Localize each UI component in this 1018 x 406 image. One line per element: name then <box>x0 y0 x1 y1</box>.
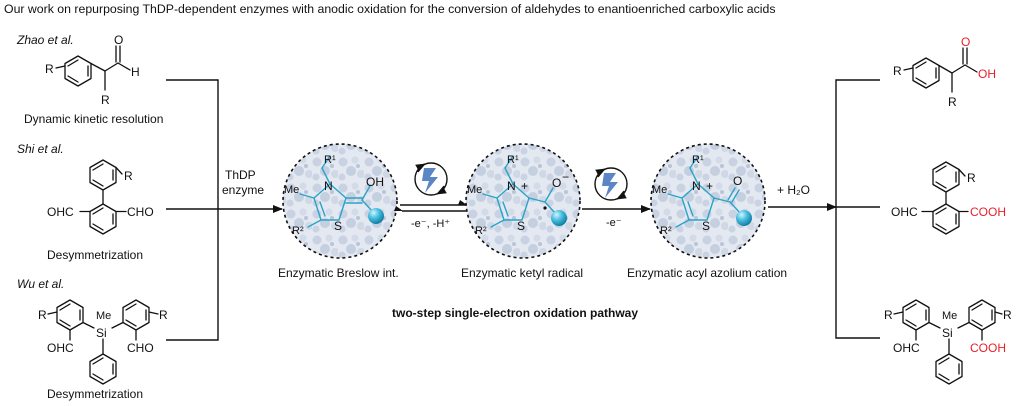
wu-substrate: Wu et al. R R Si Me OHC CHO Desymmetriza… <box>17 277 168 401</box>
svg-text:Me: Me <box>942 310 957 322</box>
svg-text:Si: Si <box>96 326 107 340</box>
svg-text:R: R <box>893 64 902 78</box>
svg-text:CHO: CHO <box>127 205 154 219</box>
svg-text:Me: Me <box>284 184 299 196</box>
svg-text:OH: OH <box>366 175 384 189</box>
svg-text:COOH: COOH <box>970 341 1006 355</box>
ketyl-radical-intermediate: N + R¹ Me R² S O − Enzymatic ketyl radic… <box>461 143 583 280</box>
svg-text:R¹: R¹ <box>692 154 704 166</box>
svg-text:N: N <box>324 179 333 193</box>
pathway-label: two-step single-electron oxidation pathw… <box>392 306 638 320</box>
oxidation-step-2: -e⁻ <box>582 167 651 229</box>
svg-text:O: O <box>114 33 123 47</box>
breslow-caption: Enzymatic Breslow int. <box>278 266 399 280</box>
svg-text:R: R <box>884 308 893 322</box>
svg-text:CHO: CHO <box>127 341 154 355</box>
lightning-bolt-icon <box>422 168 438 193</box>
svg-text:OHC: OHC <box>47 205 74 219</box>
cyclic-arrow-icon <box>415 163 426 173</box>
acyl-azolium-intermediate: N + R¹ Me R² S O Enzymatic acyl azolium … <box>627 143 787 280</box>
svg-text:R¹: R¹ <box>507 154 519 166</box>
svg-text:R²: R² <box>292 225 304 237</box>
hydrolysis-label: + H₂O <box>777 183 810 197</box>
svg-text:R: R <box>101 93 110 107</box>
svg-text:S: S <box>702 219 710 233</box>
shi-author: Shi et al. <box>17 142 64 156</box>
svg-text:OHC: OHC <box>47 341 74 355</box>
svg-text:OHC: OHC <box>893 341 920 355</box>
ketyl-caption: Enzymatic ketyl radical <box>461 266 583 280</box>
breslow-intermediate: N R¹ Me R² S OH Enzymatic Breslow int. <box>278 143 399 280</box>
svg-text:+: + <box>521 179 528 193</box>
svg-text:O: O <box>552 176 561 190</box>
svg-text:OHC: OHC <box>891 205 918 219</box>
cyclic-arrow-icon <box>595 168 606 178</box>
zhao-substrate: Zhao et al. R R O H Dynamic kinetic reso… <box>16 33 163 126</box>
svg-text:R²: R² <box>660 225 672 237</box>
product-acid-1: R O OH R <box>893 35 996 109</box>
product-acid-2: R OHC COOH <box>891 161 1006 235</box>
svg-text:N: N <box>692 179 701 193</box>
svg-text:R: R <box>1003 308 1012 322</box>
product-acid-3: R R Si Me OHC COOH <box>884 299 1012 385</box>
svg-text:COOH: COOH <box>970 205 1006 219</box>
svg-text:S: S <box>334 219 342 233</box>
acyl-azolium-caption: Enzymatic acyl azolium cation <box>627 266 787 280</box>
svg-text:N: N <box>507 179 516 193</box>
svg-text:R: R <box>38 308 47 322</box>
svg-text:R: R <box>124 169 133 183</box>
lightning-bolt-icon <box>602 173 618 198</box>
scheme-title: Our work on repurposing ThDP-dependent e… <box>4 2 776 16</box>
svg-text:O: O <box>961 35 970 49</box>
svg-text:R¹: R¹ <box>324 154 336 166</box>
svg-text:R: R <box>159 308 168 322</box>
reagent-enzyme: enzyme <box>222 183 264 197</box>
svg-text:−: − <box>562 170 569 184</box>
svg-text:R: R <box>948 95 957 109</box>
svg-text:+: + <box>706 179 713 193</box>
reagent-thdp: ThDP <box>225 168 256 182</box>
svg-text:Si: Si <box>942 326 953 340</box>
svg-text:OH: OH <box>978 67 996 81</box>
shi-caption: Desymmetrization <box>47 248 143 262</box>
zhao-caption: Dynamic kinetic resolution <box>24 112 163 126</box>
svg-text:O: O <box>733 174 742 188</box>
svg-text:R: R <box>45 62 54 76</box>
left-bracket: ThDP enzyme <box>166 79 283 341</box>
shi-substrate: Shi et al. R OHC CHO Desymmetrization <box>17 142 154 262</box>
wu-author: Wu et al. <box>17 277 64 291</box>
svg-text:R²: R² <box>475 225 487 237</box>
svg-text:S: S <box>517 219 525 233</box>
zhao-author: Zhao et al. <box>16 33 74 47</box>
oxidation-step-1: -e⁻, -H⁺ <box>394 162 467 230</box>
svg-text:Me: Me <box>652 184 667 196</box>
svg-text:Me: Me <box>467 184 482 196</box>
wu-caption: Desymmetrization <box>47 387 143 401</box>
step1-label: -e⁻, -H⁺ <box>411 218 450 230</box>
svg-text:H: H <box>131 65 140 79</box>
step2-label: -e⁻ <box>606 217 622 229</box>
right-bracket: + H₂O <box>768 79 880 339</box>
svg-text:R: R <box>967 171 976 185</box>
svg-text:Me: Me <box>96 310 111 322</box>
